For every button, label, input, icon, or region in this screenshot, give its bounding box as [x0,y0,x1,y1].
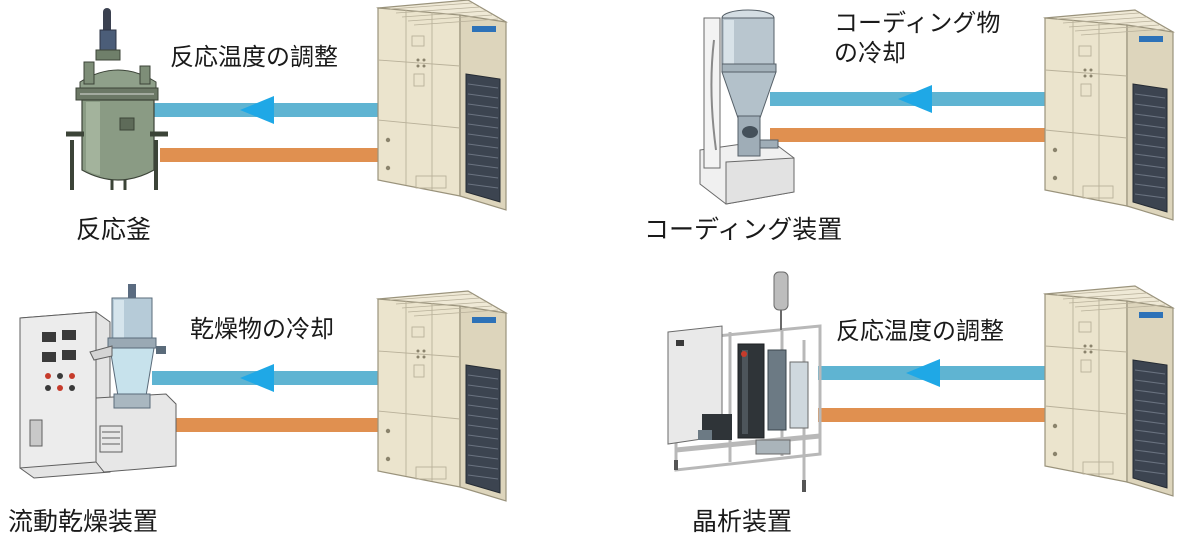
flow-arrow-icon [906,359,940,387]
return-pipe [818,408,1046,422]
flow-label: 反応温度の調整 [170,43,338,71]
return-pipe [174,418,378,432]
equipment-name: 反応釜 [76,215,152,244]
flow-label: 反応温度の調整 [836,317,1004,345]
return-pipe [160,148,378,162]
coating-machine-icon [699,9,795,205]
outdoor-chiller-unit-icon [1044,9,1174,221]
outdoor-chiller-unit-icon [377,0,507,211]
flow-label: 乾燥物の冷却 [190,315,334,343]
fluid-bed-dryer-icon [19,284,177,479]
equipment-name: コーディング装置 [644,215,843,244]
flow-arrow-icon [240,364,274,392]
flow-label: コーディング物 の冷却 [834,9,1001,67]
equipment-name: 晶析装置 [692,507,793,536]
outdoor-chiller-unit-icon [1044,285,1174,497]
equipment-name: 流動乾燥装置 [8,507,159,536]
crystallizer-icon [667,271,822,492]
reactor-vessel-icon [66,8,168,190]
flow-arrow-icon [898,85,932,113]
flow-arrow-icon [240,96,274,124]
outdoor-chiller-unit-icon [377,290,507,502]
return-pipe [770,128,1046,142]
